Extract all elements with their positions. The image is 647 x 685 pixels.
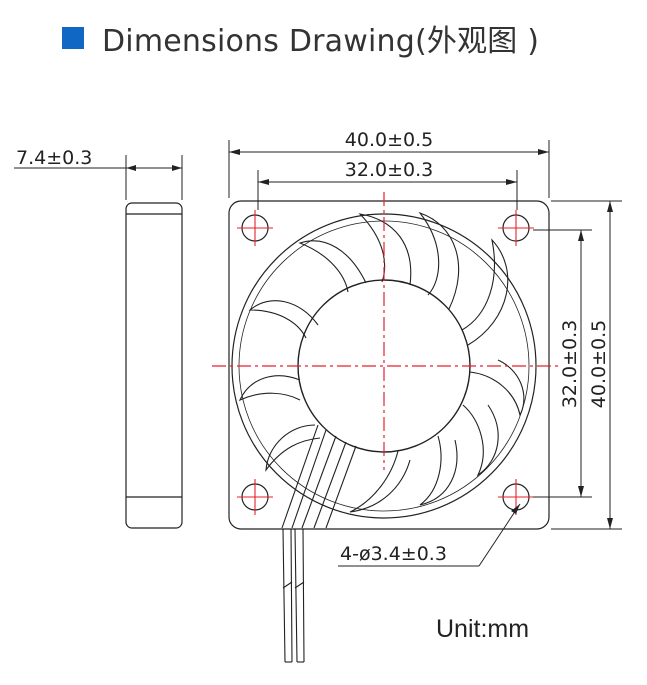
fan-blade <box>248 300 319 339</box>
height-holes-arrow-top <box>578 230 584 241</box>
mounting-holes <box>241 214 530 511</box>
wire-line <box>282 528 286 663</box>
fan-blade <box>349 450 411 513</box>
front-view <box>228 200 550 663</box>
fan-blade <box>419 435 458 506</box>
wire-line <box>290 528 293 663</box>
fan-frame-outline <box>228 200 550 530</box>
fan-blade <box>461 238 509 346</box>
wire-break-mark <box>282 581 293 589</box>
height-holes-label: 32.0±0.3 <box>559 320 581 408</box>
width-outer-arrow-left <box>229 149 240 155</box>
width-holes-label: 32.0±0.3 <box>345 159 433 181</box>
wire-channel <box>281 424 357 529</box>
fan-blade <box>265 424 321 472</box>
height-holes-arrow-bottom <box>578 486 584 497</box>
fan-blade <box>462 404 499 477</box>
thickness-arrow-right <box>172 165 182 171</box>
side-view <box>14 155 183 529</box>
thickness-arrow-left <box>126 165 136 171</box>
height-outer-arrow-bottom <box>607 518 613 529</box>
hole-crosshairs <box>237 210 534 515</box>
side-view-outline <box>125 202 183 529</box>
center-lines <box>212 192 560 470</box>
header-square-icon <box>62 27 84 49</box>
height-outer-arrow-top <box>607 201 613 212</box>
holes-label: 4-ø3.4±0.3 <box>340 543 447 565</box>
height-outer-label: 40.0±0.5 <box>588 320 610 408</box>
fan-blade <box>418 211 460 310</box>
fan-blade <box>238 375 301 402</box>
page-title: Dimensions Drawing(外观图 ) <box>102 24 540 59</box>
wire-break-mark <box>294 581 305 589</box>
width-outer-arrow-right <box>538 149 549 155</box>
hole-leader-line <box>478 503 521 567</box>
spoke-line <box>313 441 347 529</box>
fan-blades <box>238 211 525 513</box>
width-holes-arrow-left <box>258 179 269 185</box>
spoke-line <box>325 445 357 529</box>
thickness-label: 7.4±0.3 <box>16 147 92 169</box>
width-outer-label: 40.0±0.5 <box>345 129 433 151</box>
spoke-line <box>281 424 319 529</box>
fan-blade <box>358 213 412 286</box>
fan-blade <box>469 359 525 417</box>
width-holes-arrow-right <box>506 179 517 185</box>
wire-line <box>294 528 298 663</box>
wire-line <box>302 528 305 663</box>
fan-blade <box>298 240 367 293</box>
dimension-lines <box>228 140 622 567</box>
unit-label: Unit:mm <box>436 615 529 643</box>
spoke-line <box>301 435 337 529</box>
lead-wires <box>282 528 305 663</box>
header: Dimensions Drawing(外观图 ) <box>62 18 540 59</box>
hole-leader-arrow <box>511 504 520 514</box>
spoke-line <box>291 429 327 529</box>
